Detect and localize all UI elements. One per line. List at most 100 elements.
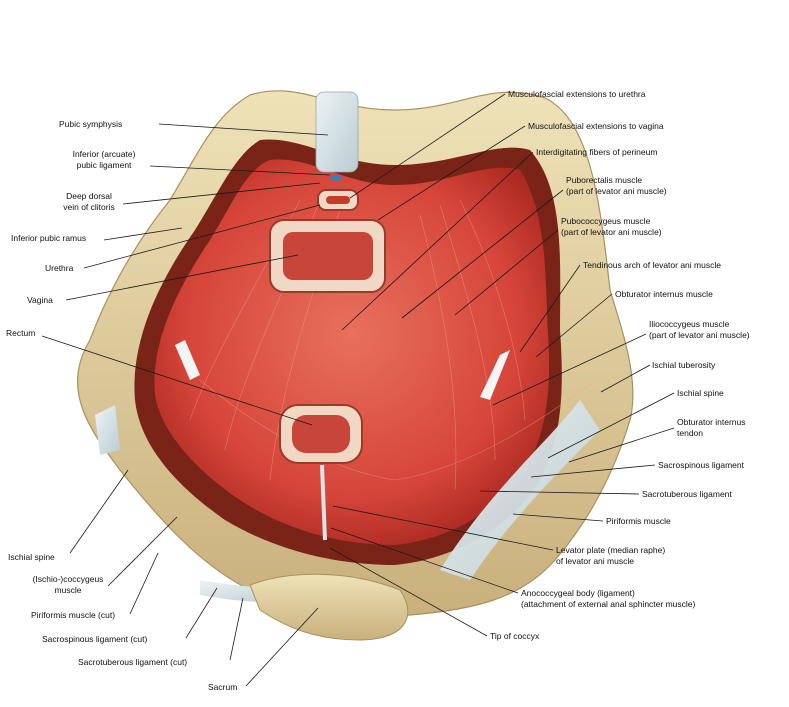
label-pubococcygeus-line-0: Pubococcygeus muscle: [561, 216, 651, 226]
label-rectum: Rectum: [6, 328, 35, 338]
leader-inferior-pubic-ligament: [149, 165, 331, 176]
leader-inferior-pubic-ramus: [103, 227, 183, 241]
label-iliococcygeus-line-1: (part of levator ani muscle): [649, 330, 750, 340]
label-sacrum-line-0: Sacrum: [208, 682, 237, 692]
label-rectum-line-0: Rectum: [6, 328, 35, 338]
label-sacrospinous-line-0: Sacrospinous ligament: [658, 460, 745, 470]
label-ischial-tuberosity-line-0: Ischial tuberosity: [652, 360, 716, 370]
leader-urethra: [83, 204, 321, 269]
label-tendinous-arch: Tendinous arch of levator ani muscle: [583, 260, 721, 270]
label-piriformis-line-0: Piriformis muscle: [606, 516, 671, 526]
label-piriformis: Piriformis muscle: [606, 516, 671, 526]
label-sacrum: Sacrum: [208, 682, 237, 692]
label-mf-vagina-line-0: Musculofascial extensions to vagina: [528, 121, 664, 131]
leader-anococcygeal: [330, 527, 519, 594]
leader-mf-urethra: [349, 93, 506, 199]
leader-levator-plate: [332, 505, 554, 551]
label-anococcygeal-line-1: (attachment of external anal sphincter m…: [521, 599, 696, 609]
label-sacrotuberous-cut: Sacrotuberous ligament (cut): [78, 657, 187, 667]
leader-piriformis-cut: [129, 552, 159, 615]
label-urethra: Urethra: [45, 263, 74, 273]
label-sacrospinous-cut-line-0: Sacrospinous ligament (cut): [42, 634, 148, 644]
label-inferior-pubic-ligament: Inferior (arcuate)pubic ligament: [73, 149, 136, 170]
label-sacrotuberous-line-0: Sacrotuberous ligament: [642, 489, 732, 499]
label-sacrospinous: Sacrospinous ligament: [658, 460, 745, 470]
leader-deep-dorsal-vein: [122, 182, 321, 205]
label-sacrotuberous-cut-line-0: Sacrotuberous ligament (cut): [78, 657, 187, 667]
leader-iliococcygeus: [492, 333, 647, 406]
label-pubococcygeus: Pubococcygeus muscle(part of levator ani…: [561, 216, 662, 237]
leader-sacrospinous: [530, 464, 656, 478]
sacrum-bone: [249, 573, 409, 641]
label-ischial-tuberosity: Ischial tuberosity: [652, 360, 716, 370]
label-obturator-tendon-line-0: Obturator internus: [677, 417, 746, 427]
leader-tip-of-coccyx: [329, 547, 488, 637]
leader-pubococcygeus: [454, 229, 559, 316]
label-inferior-pubic-ligament-line-1: pubic ligament: [77, 160, 132, 170]
leader-mf-vagina: [377, 125, 526, 221]
ischial-spine-ligament-left: [95, 405, 120, 455]
leader-interdigitating: [341, 151, 534, 331]
label-deep-dorsal-vein-line-0: Deep dorsal: [66, 191, 112, 201]
leader-obturator-internus: [535, 293, 613, 358]
label-vagina-line-0: Vagina: [27, 295, 53, 305]
deep-dorsal-vein: [330, 175, 342, 181]
label-pubic-symphysis: Pubic symphysis: [59, 119, 122, 129]
label-anococcygeal: Anococcygeal body (ligament)(attachment …: [521, 588, 696, 609]
leader-rectum: [41, 335, 313, 426]
leader-puborectalis: [401, 189, 564, 319]
label-interdigitating-line-0: Interdigitating fibers of perineum: [536, 147, 657, 157]
label-inferior-pubic-ramus-line-0: Inferior pubic ramus: [11, 233, 86, 243]
label-ischial-spine-left-line-0: Ischial spine: [8, 552, 55, 562]
label-obturator-tendon-line-1: tendon: [677, 428, 703, 438]
leader-vagina: [65, 254, 299, 301]
label-iliococcygeus-line-0: Iliococcygeus muscle: [649, 319, 730, 329]
label-obturator-internus-line-0: Obturator internus muscle: [615, 289, 713, 299]
pubic-symphysis-ligament: [315, 91, 359, 173]
leader-obturator-tendon: [568, 427, 675, 463]
leader-ischiococcygeus: [107, 516, 178, 587]
label-levator-plate-line-0: Levator plate (median raphe): [556, 545, 665, 555]
label-sacrospinous-cut: Sacrospinous ligament (cut): [42, 634, 148, 644]
label-mf-vagina: Musculofascial extensions to vagina: [528, 121, 664, 131]
leader-sacrotuberous: [479, 490, 640, 495]
leader-sacrum: [245, 607, 319, 687]
leader-tendinous-arch: [519, 264, 581, 353]
label-inferior-pubic-ligament-line-0: Inferior (arcuate): [73, 149, 136, 159]
label-interdigitating: Interdigitating fibers of perineum: [536, 147, 657, 157]
label-ischiococcygeus-line-1: muscle: [55, 585, 82, 595]
label-ischial-spine-left: Ischial spine: [8, 552, 55, 562]
label-ischial-spine-right: Ischial spine: [677, 388, 724, 398]
label-anococcygeal-line-0: Anococcygeal body (ligament): [521, 588, 635, 598]
label-pubic-symphysis-line-0: Pubic symphysis: [59, 119, 122, 129]
label-puborectalis: Puborectalis muscle(part of levator ani …: [566, 175, 667, 196]
label-mf-urethra-line-0: Musculofascial extensions to urethra: [508, 89, 646, 99]
label-deep-dorsal-vein-line-1: vein of clitoris: [63, 202, 115, 212]
label-tip-of-coccyx: Tip of coccyx: [490, 631, 540, 641]
label-levator-plate-line-1: of levator ani muscle: [556, 556, 634, 566]
label-pubococcygeus-line-1: (part of levator ani muscle): [561, 227, 662, 237]
median-raphe: [320, 464, 327, 541]
label-urethra-line-0: Urethra: [45, 263, 74, 273]
label-ischiococcygeus-line-0: (Ischio-)coccygeus: [33, 574, 104, 584]
label-ischial-spine-right-line-0: Ischial spine: [677, 388, 724, 398]
leader-lines: [41, 93, 675, 687]
leader-ischial-spine-left: [69, 469, 129, 554]
label-tip-of-coccyx-line-0: Tip of coccyx: [490, 631, 540, 641]
label-iliococcygeus: Iliococcygeus muscle(part of levator ani…: [649, 319, 750, 340]
label-levator-plate: Levator plate (median raphe)of levator a…: [556, 545, 665, 566]
leader-sacrospinous-cut: [185, 587, 218, 639]
leader-ischial-tuberosity: [600, 364, 651, 393]
label-tendinous-arch-line-0: Tendinous arch of levator ani muscle: [583, 260, 721, 270]
label-piriformis-cut: Piriformis muscle (cut): [31, 610, 115, 620]
label-piriformis-cut-line-0: Piriformis muscle (cut): [31, 610, 115, 620]
label-mf-urethra: Musculofascial extensions to urethra: [508, 89, 646, 99]
label-vagina: Vagina: [27, 295, 53, 305]
label-puborectalis-line-0: Puborectalis muscle: [566, 175, 642, 185]
